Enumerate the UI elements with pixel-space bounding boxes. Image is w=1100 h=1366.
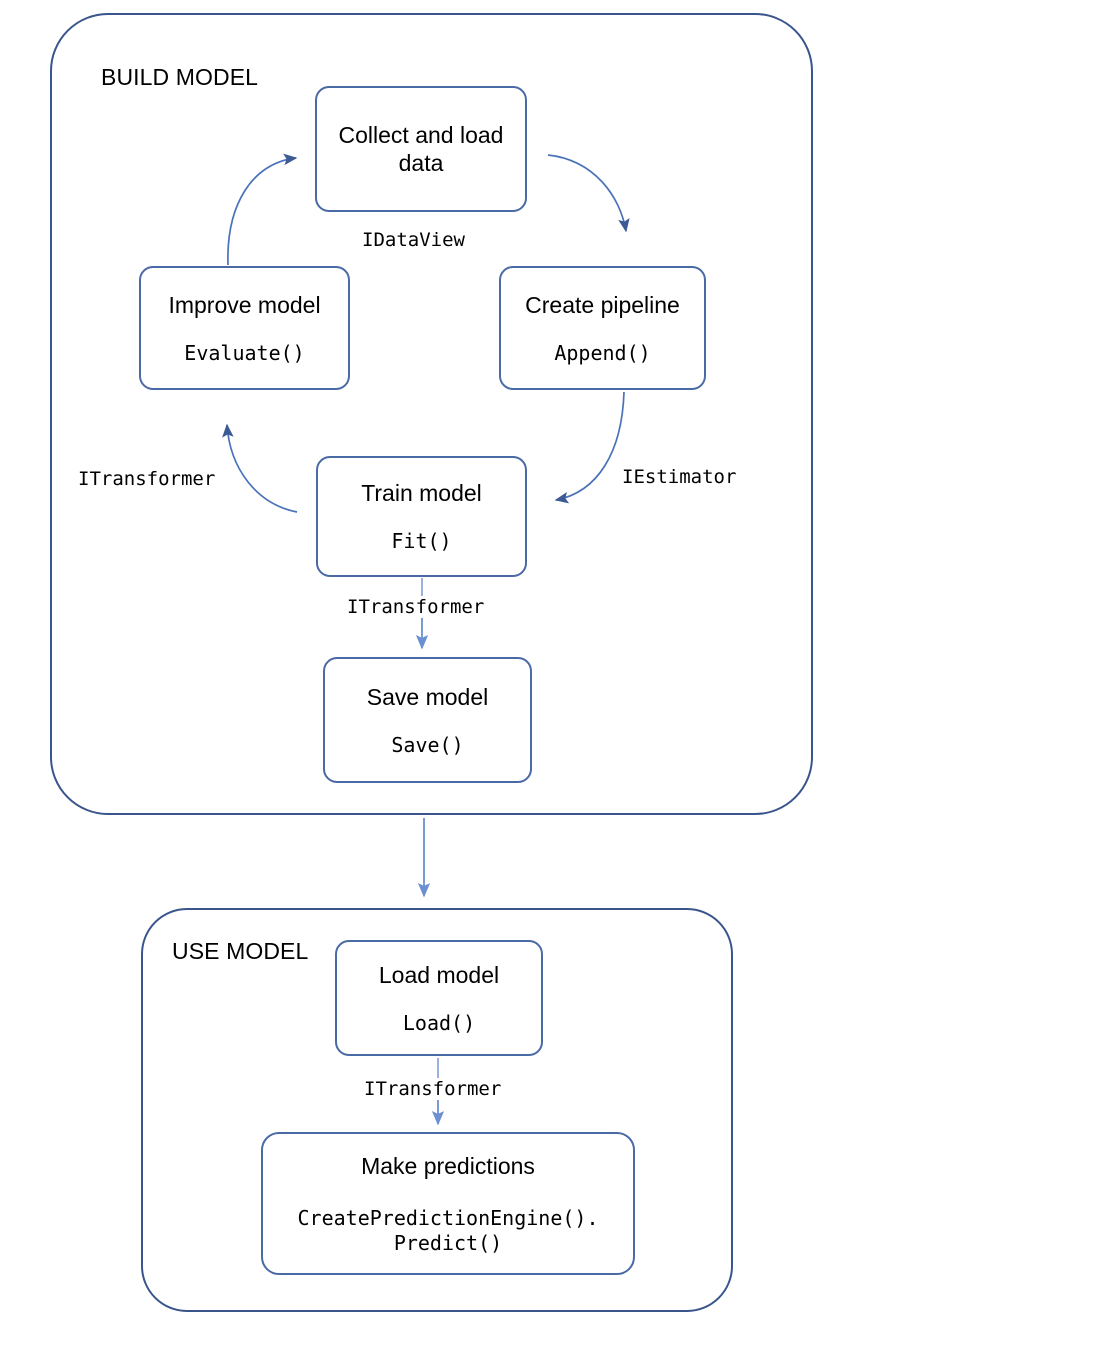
node-train-api: Fit() (391, 529, 452, 554)
node-train-title: Train model (361, 480, 482, 507)
node-collect-and-load-data[interactable]: Collect and load data (315, 86, 527, 212)
node-load-api: Load() (402, 1010, 476, 1035)
node-predict-title: Make predictions (361, 1153, 535, 1180)
edge-label-idataview: IDataView (362, 229, 465, 251)
node-load-title: Load model (378, 961, 500, 988)
node-create-pipeline[interactable]: Create pipeline Append() (499, 266, 706, 390)
node-save-title: Save model (366, 683, 489, 710)
edge-label-itransformer-save: ITransformer (347, 596, 485, 618)
node-improve-title: Improve model (168, 291, 321, 318)
group-build-model-label: BUILD MODEL (101, 64, 259, 90)
node-improve-model[interactable]: Improve model Evaluate() (139, 266, 350, 390)
edge-label-iestimator: IEstimator (622, 466, 737, 488)
edge-label-itransformer-left: ITransformer (78, 468, 216, 490)
node-improve-api: Evaluate() (184, 340, 305, 365)
group-use-model-label: USE MODEL (172, 938, 309, 964)
node-save-model[interactable]: Save model Save() (323, 657, 532, 783)
node-pipeline-title: Create pipeline (525, 291, 680, 318)
group-use-model (141, 908, 733, 1312)
edge-label-itransformer-use: ITransformer (364, 1078, 502, 1100)
node-make-predictions[interactable]: Make predictions CreatePredictionEngine(… (261, 1132, 635, 1275)
node-pipeline-api: Append() (554, 340, 651, 365)
node-train-model[interactable]: Train model Fit() (316, 456, 527, 577)
node-save-api: Save() (391, 732, 464, 757)
node-collect-title: Collect and load data (338, 121, 504, 176)
node-load-model[interactable]: Load model Load() (335, 940, 543, 1056)
group-build-model (50, 13, 813, 815)
node-predict-api: CreatePredictionEngine(). Predict() (297, 1206, 599, 1255)
